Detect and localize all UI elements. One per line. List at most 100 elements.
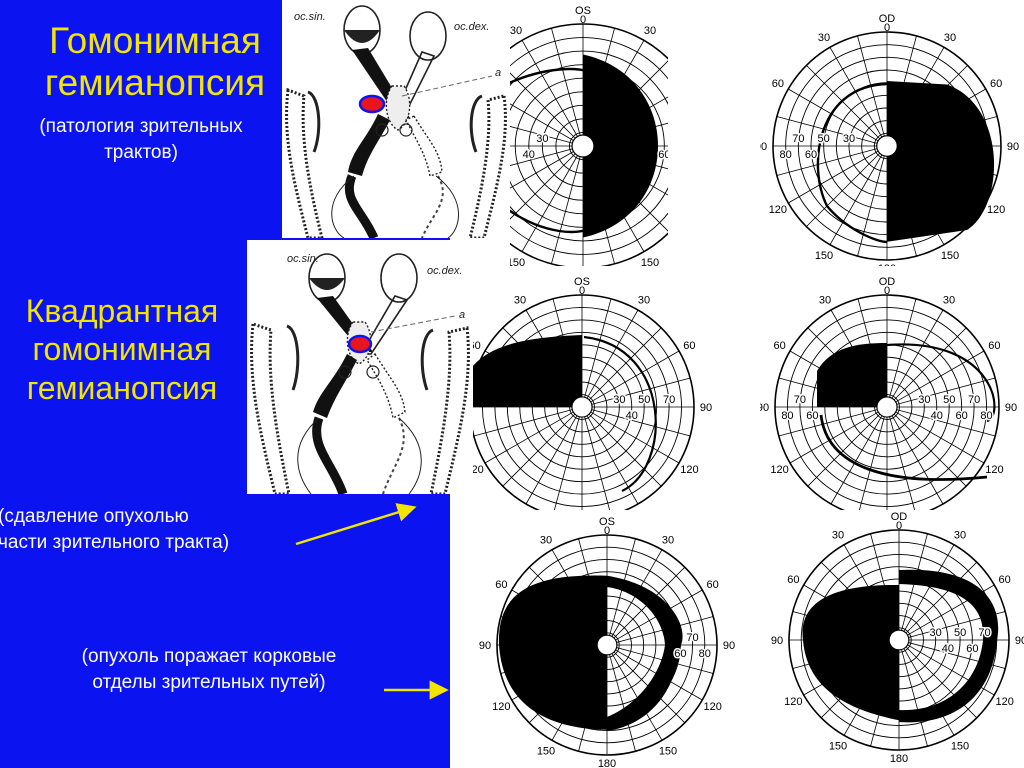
field-isopter [583,335,657,492]
note-cortical-tumor: (опухоль поражает корковые отделы зрител… [44,644,374,695]
degree-label-30: 30 [944,32,956,44]
degree-label-120: 120 [770,464,788,476]
field-isopter [819,414,988,481]
field-meridian [551,156,581,264]
field-meridian [586,415,639,505]
note-tumor-compression: (сдавление опухолью части зрительного тр… [0,504,282,555]
degree-label-60: 60 [495,579,507,591]
degree-label-90: 90 [700,402,712,414]
blind-spot-center [571,396,593,418]
field-meridian [776,148,878,176]
field-defect-ring [899,569,999,723]
note-line: (опухоль поражает корковые [81,646,337,667]
ring-label: 80 [780,149,792,161]
field-meridian [510,148,573,166]
title-homonymous-hemianopsia: Гомонимная гемианопсия [20,20,290,104]
degree-label-120: 120 [703,701,721,713]
field-meridian [510,126,573,144]
field-defect [498,575,607,730]
degree-label-90: 90 [771,635,783,647]
field-defect [473,335,582,407]
ring-label: 50 [954,627,966,639]
field-meridian [903,648,955,736]
field-meridian [591,377,691,405]
degree-label-30: 30 [832,529,844,541]
eye-label: OD [879,13,896,25]
degree-label-0: 0 [604,525,610,537]
degree-label-180: 180 [598,758,616,768]
ring-label: 70 [978,627,990,639]
degree-label-120: 120 [995,696,1013,708]
field-meridian [858,416,885,510]
degree-label-150: 150 [537,746,555,758]
degree-label-120: 120 [492,701,510,713]
blind-spot-center [888,629,910,651]
degree-label-60: 60 [473,340,481,352]
perimetry-field-od: OD03030606090901201201501501804030506070 [771,511,1024,765]
degree-label-30: 30 [644,25,656,37]
field-defect-ring [607,575,683,731]
label-oc-dex: oc.dex. [454,21,489,33]
degree-label-60: 60 [683,340,695,352]
eye-label: OS [599,516,615,528]
field-meridian [891,415,944,505]
field-meridian [588,327,662,401]
degree-label-60: 60 [773,340,785,352]
field-meridian [788,88,879,142]
field-meridian [895,350,985,403]
field-meridian [905,646,978,719]
degree-label-0: 0 [579,285,585,297]
note-line: трактов) [104,141,178,163]
field-meridian [525,415,578,505]
ring-label: 30 [613,394,625,406]
field-meridian [510,153,576,220]
field-meridian [510,103,574,141]
eye-label: OS [574,276,590,288]
degree-label-30: 30 [514,295,526,307]
degree-label-180: 180 [890,753,908,765]
field-meridian [776,116,878,144]
note-optic-tract-pathology: (патология зрительных трактов) [10,114,272,165]
visual-pathway-diagram-top: oc.sin. oc.dex. a [282,0,510,238]
note-line: отделы зрительных путей) [92,671,326,693]
arrow-to-quadrant-diagram [295,503,417,546]
field-meridian [901,649,928,747]
title-line: гемианопсия [44,61,266,103]
degree-label-180: 180 [878,263,896,266]
field-meridian [484,411,574,464]
field-meridian [893,327,967,401]
ring-label: 70 [794,394,806,406]
field-meridian [788,150,879,204]
field-meridian [830,415,883,505]
degree-label-30: 30 [819,295,831,307]
label-oc-sin: oc.sin. [294,11,326,23]
field-isopter [510,209,594,234]
title-line: Гомонимная [49,20,261,61]
blind-spot-center [571,134,595,158]
degree-label-90: 90 [1005,402,1017,414]
blind-spot-center [876,135,898,157]
ring-label: 60 [658,149,668,161]
degree-label-150: 150 [511,509,529,510]
field-isopter [886,343,996,423]
field-meridian [521,155,578,252]
title-line: гомонимная [32,331,212,368]
eye-label: OD [891,511,908,523]
degree-label-60: 60 [787,574,799,586]
degree-label-150: 150 [941,250,959,262]
field-meridian [584,298,612,398]
ring-label: 60 [806,410,818,422]
note-line: (сдавление опухолью [0,506,189,527]
visual-pathway-svg: oc.sin. oc.dex. a [250,253,470,494]
eye-label: OS [575,5,591,17]
ring-label: 80 [699,648,711,660]
perimetry-field-od: OD03030606090901201201501501808060705030 [760,13,1019,266]
lesion-marker [347,334,373,354]
degree-label-120: 120 [680,464,698,476]
field-meridian [807,413,881,487]
field-meridian [806,65,881,140]
degree-label-150: 150 [940,509,958,510]
